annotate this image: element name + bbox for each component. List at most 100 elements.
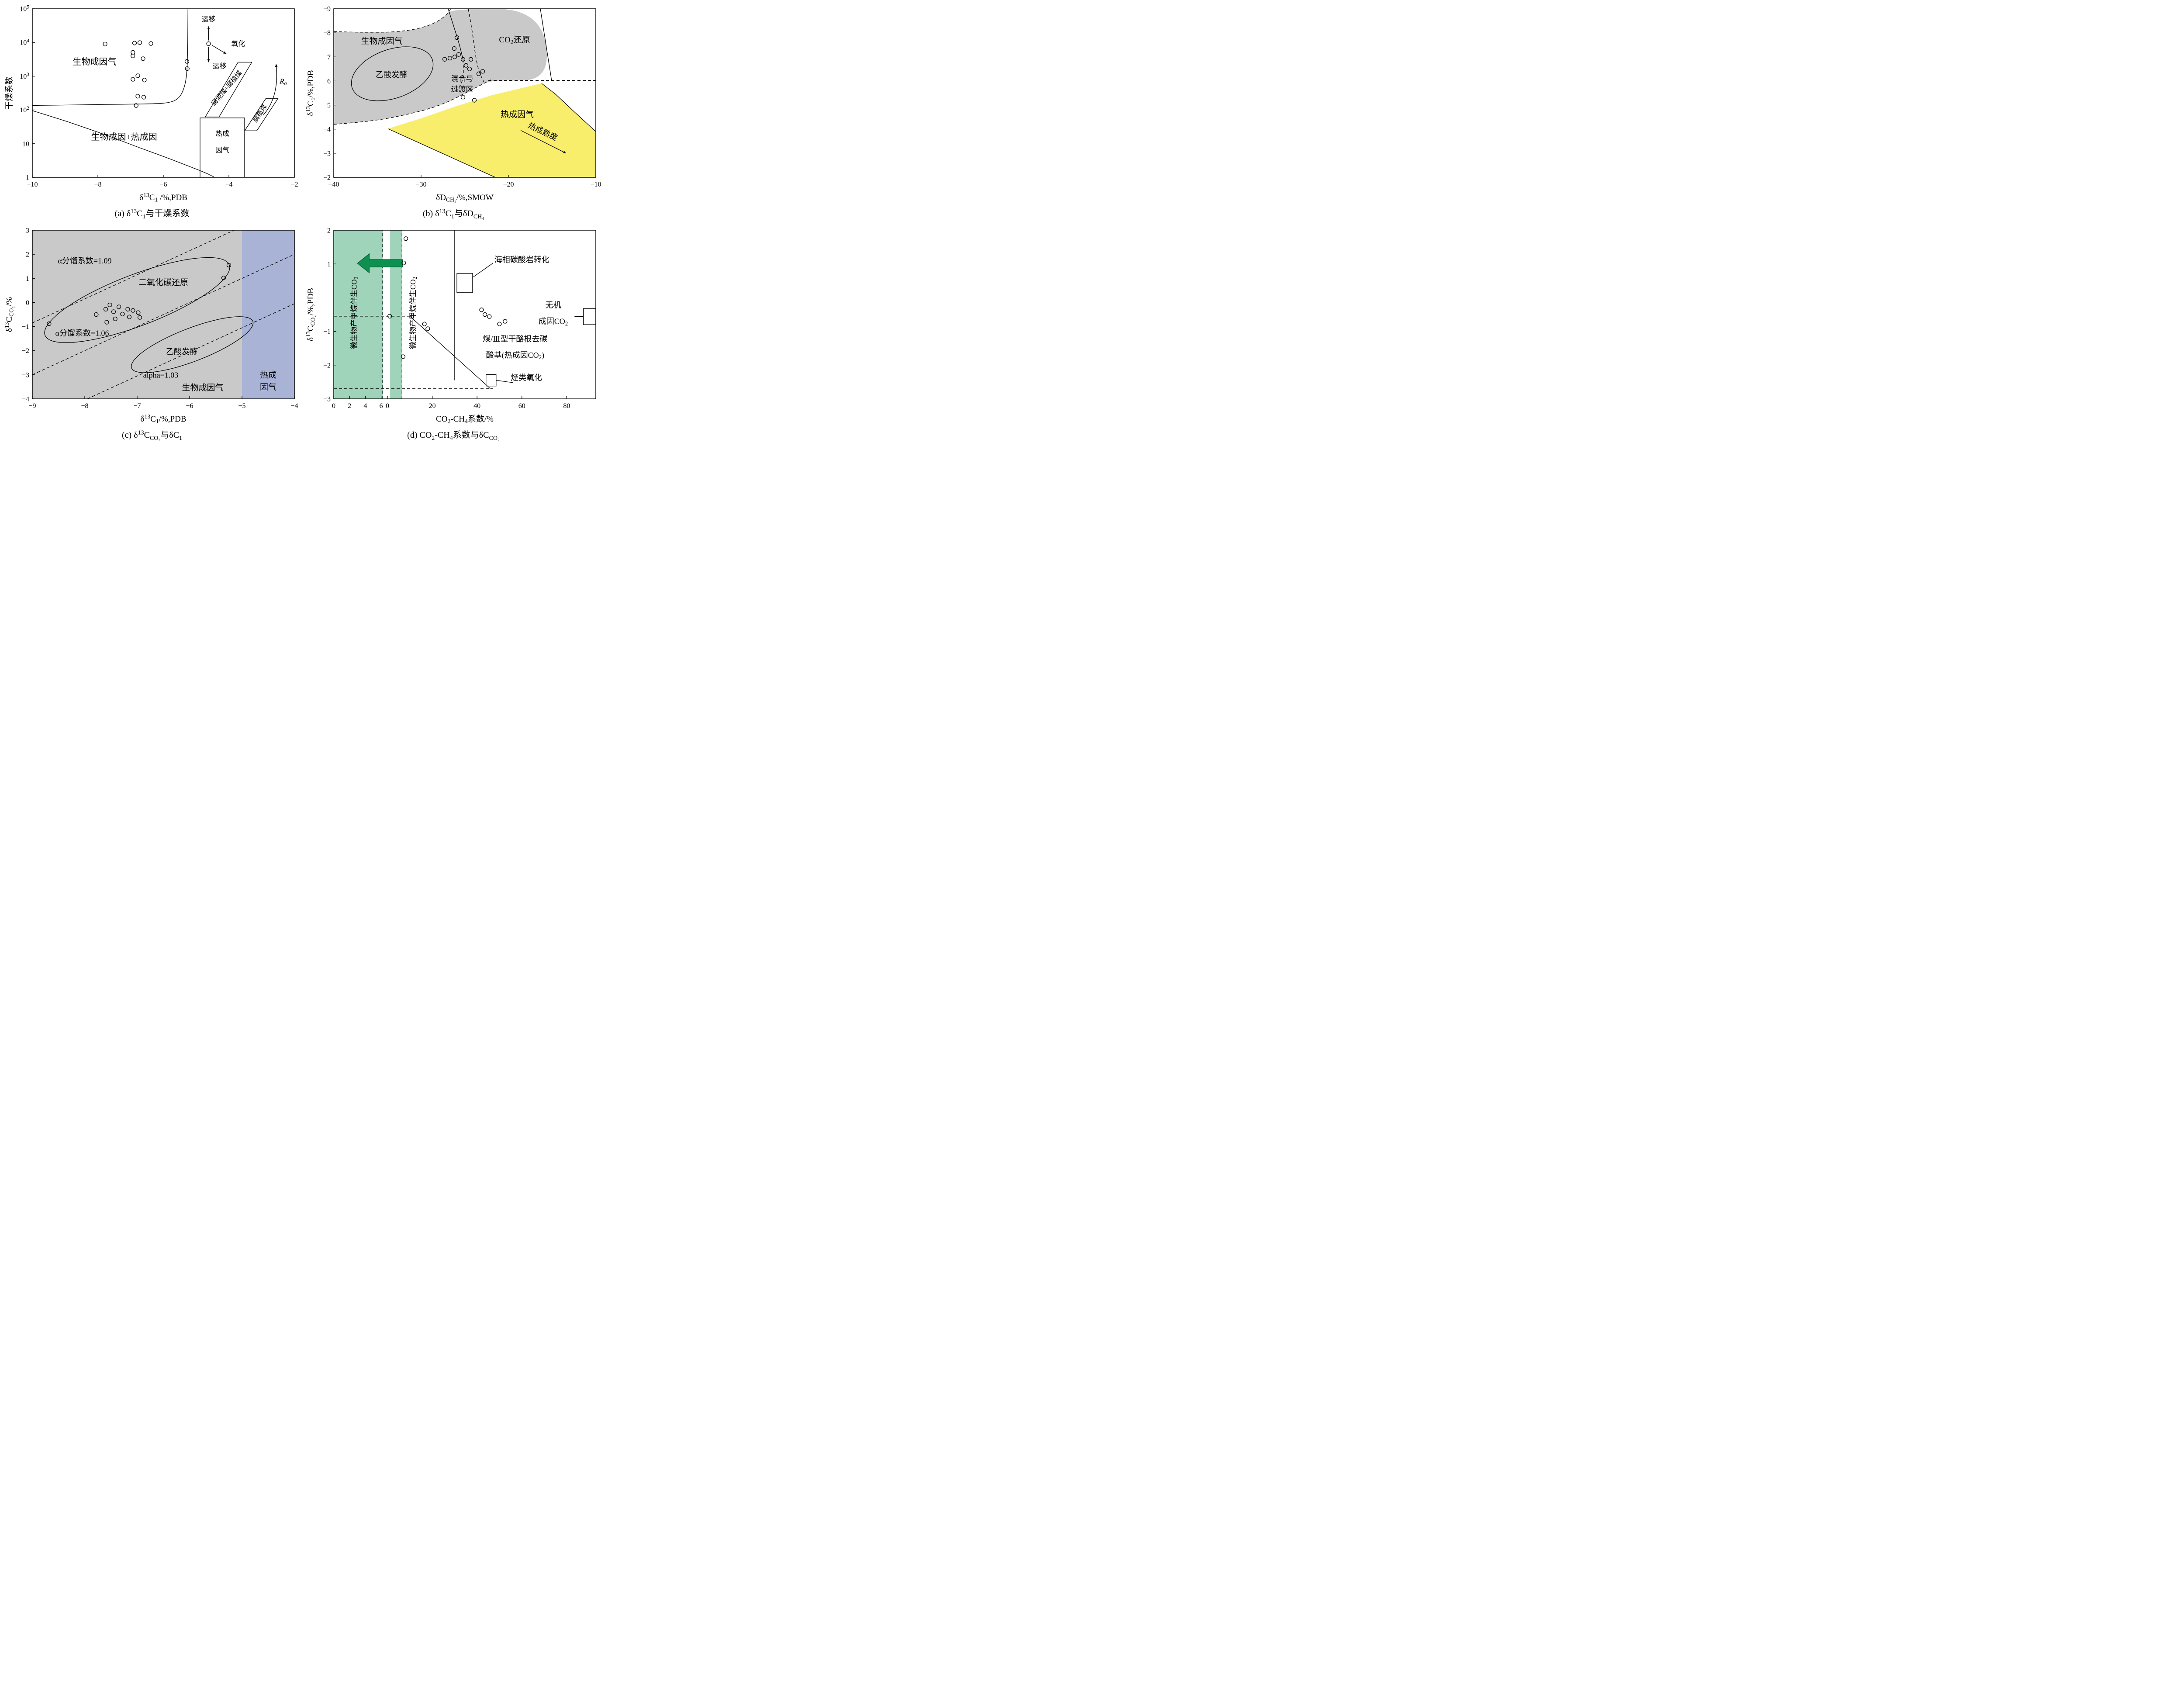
data-point <box>135 73 140 78</box>
data-point <box>487 314 492 319</box>
data-point <box>476 71 481 76</box>
data-point <box>185 66 190 71</box>
chart-annotation: CO2还原 <box>499 35 530 45</box>
axis-tick-label: −30 <box>415 181 426 188</box>
boundary-line <box>448 8 463 59</box>
data-point <box>127 315 132 319</box>
data-point <box>479 308 484 312</box>
chart-annotation: 煤/Ⅲ型干酪根去碳 <box>483 335 547 343</box>
data-point <box>134 103 138 108</box>
data-point <box>131 308 135 313</box>
data-point <box>226 263 232 268</box>
axis-tick-label: 0 <box>386 402 389 410</box>
axis-tick-label: −6 <box>186 402 193 410</box>
chart-annotation: 生物成因+热成因 <box>91 132 157 142</box>
data-point <box>113 316 117 322</box>
axis-tick-label: −20 <box>503 181 514 188</box>
marine-carbonate-box <box>456 273 473 293</box>
data-point <box>149 41 153 46</box>
boundary-line <box>333 8 451 33</box>
x-axis-title: CO2-CH4系数/% <box>436 414 494 424</box>
axis-tick-label: 0 <box>332 402 335 410</box>
chart-annotation: 乙酸发酵 <box>376 70 407 79</box>
plot-frame <box>32 230 295 399</box>
chart-annotation: 运移 <box>213 62 227 70</box>
data-point <box>206 41 211 46</box>
chart-annotation: 微生物产甲烷伴生CO2 <box>350 277 359 349</box>
boundary-line <box>540 8 552 81</box>
data-point <box>482 312 487 317</box>
microbial-co2-band-1 <box>334 230 383 399</box>
data-point <box>497 322 502 326</box>
oxidation-arrow <box>211 45 227 54</box>
data-point <box>94 312 99 317</box>
axis-tick-label: 4 <box>363 402 367 410</box>
boundary-line <box>333 80 491 125</box>
boundary-line <box>387 128 496 178</box>
axis-tick-label: −10 <box>27 181 38 188</box>
data-point <box>135 94 140 99</box>
chart-annotation: 因气 <box>215 146 229 154</box>
axis-tick-label: −7 <box>133 402 141 410</box>
arrow-head <box>563 151 566 153</box>
data-point <box>425 326 430 331</box>
data-point <box>142 78 147 83</box>
data-point <box>456 52 461 57</box>
hydrocarbon-oxidation-box <box>486 374 497 387</box>
chart-annotation: 海相碳酸岩转化 <box>494 255 549 264</box>
arrow-head <box>275 64 278 67</box>
axis-tick-label: −6 <box>323 78 331 85</box>
y-axis-title: δ13CCO₂/% <box>4 297 14 332</box>
data-point <box>120 311 125 317</box>
boundary-line <box>541 83 596 132</box>
y-axis-title: 干燥系数 <box>4 76 14 110</box>
axis-tick-label: 80 <box>563 402 570 410</box>
chart-annotation: 成因CO2 <box>539 317 568 327</box>
co2-reduction-ellipse <box>44 257 230 343</box>
axis-tick-label: −8 <box>94 181 101 188</box>
axis-tick-label: 10 <box>22 140 29 148</box>
chart-c: α分馏系数=1.09二氧化碳还原α分馏系数=1.06乙酸发酵alpha=1.03… <box>4 226 300 427</box>
caption-d: (d) CO2-CH4系数与δCCO₂ <box>407 430 500 442</box>
axis-tick-label: 105 <box>20 4 29 13</box>
chart-annotation: α分馏系数=1.06 <box>55 329 109 338</box>
data-point <box>442 57 447 62</box>
axis-tick-label: 1 <box>327 261 331 268</box>
thermogenic-box <box>200 118 245 177</box>
thermogenic-yellow-region <box>388 83 596 177</box>
boundary-line <box>455 59 464 93</box>
data-point <box>401 260 406 266</box>
boundary-line <box>409 316 491 389</box>
chart-annotation: 过渡区 <box>451 85 473 93</box>
axis-tick-label: 60 <box>518 402 525 410</box>
data-point <box>452 46 457 51</box>
chart-annotation: 因气 <box>260 382 276 392</box>
data-point <box>141 95 146 100</box>
axis-tick-label: −1 <box>22 323 29 331</box>
axis-tick-label: −1 <box>323 328 331 336</box>
thermal-maturity-arrow <box>520 130 567 154</box>
data-point <box>132 41 137 45</box>
data-point <box>447 55 453 61</box>
data-point <box>452 55 457 59</box>
axis-tick-label: 1 <box>26 174 29 182</box>
chart-annotation: 热成 <box>260 370 276 380</box>
boundary-line <box>468 8 484 83</box>
x-axis-title: δ13C1/%,PDB <box>141 413 187 425</box>
axis-tick-label: −4 <box>225 181 232 188</box>
axis-tick-label: −6 <box>159 181 167 188</box>
boundary-line <box>472 263 493 278</box>
data-point <box>460 95 466 100</box>
chart-annotation: 乙酸发酵 <box>166 347 197 356</box>
data-point <box>107 302 112 308</box>
chart-d: 海相碳酸岩转化无机成因CO2煤/Ⅲ型干酪根去碳酸基(热成因CO2)烃类氧化微生物… <box>306 226 601 427</box>
data-point <box>103 307 108 312</box>
biogenic-gray-region <box>334 9 547 125</box>
plot-content: α分馏系数=1.09二氧化碳还原α分馏系数=1.06乙酸发酵alpha=1.03… <box>32 230 295 399</box>
data-point <box>184 59 190 64</box>
axis-tick-label: −3 <box>323 150 331 157</box>
